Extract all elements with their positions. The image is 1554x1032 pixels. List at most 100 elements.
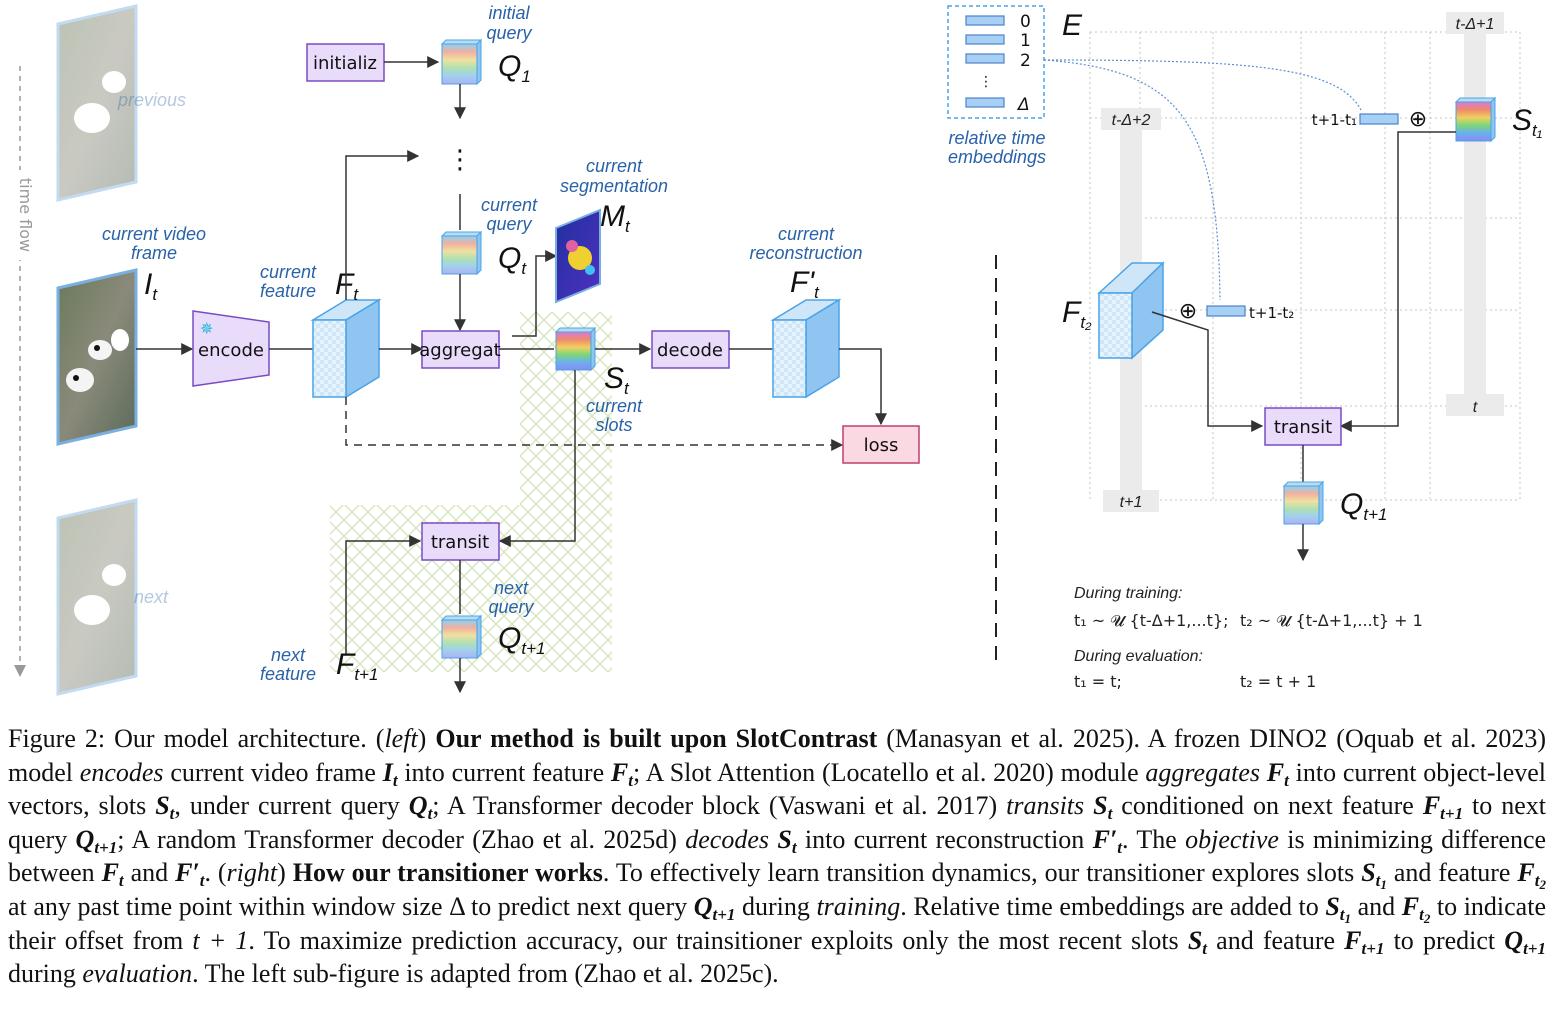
math-fprime: F′t: [1092, 824, 1123, 857]
transit-label-right: transit: [1274, 417, 1332, 438]
caption-text: and: [1351, 891, 1402, 921]
qt1-symbol-right: Qt+1: [1340, 488, 1387, 524]
current-slots-label-2: slots: [595, 415, 632, 435]
time-flow-label: time flow: [16, 178, 35, 252]
math-ft: Ft: [610, 757, 633, 790]
caption-em: training: [816, 891, 901, 921]
math-st: St: [1187, 925, 1208, 958]
caption-em: t + 1: [192, 925, 249, 955]
embed-label-2: 2: [1020, 51, 1031, 71]
encode-box: [192, 310, 270, 387]
caption-text: and feature: [1386, 858, 1518, 888]
hatched-region: [330, 312, 612, 672]
caption-text: into current feature: [397, 757, 611, 787]
caption-text: . To effectively learn transition dynami…: [602, 858, 1362, 888]
caption-em: decodes: [685, 824, 770, 854]
st-symbol: St: [604, 362, 630, 398]
caption-em: objective: [1185, 824, 1279, 854]
caption-text: and: [123, 858, 176, 888]
current-query-label-2: query: [486, 214, 532, 234]
embedding-link-t1: [1043, 59, 1363, 113]
math-st: St: [1093, 791, 1113, 824]
offset-embedding-t2: [1206, 305, 1246, 317]
col-top-right-label: t-Δ+1: [1456, 16, 1495, 33]
relative-time-embeddings-label-2: embeddings: [948, 147, 1046, 167]
offset-t2-label: t+1-t₂: [1249, 304, 1294, 322]
initial-query-label-1: initial: [488, 3, 530, 23]
relative-time-embeddings-label-1: relative time: [948, 128, 1045, 148]
caption-text: to next query: [8, 791, 1547, 854]
caption-text: ): [417, 724, 436, 753]
col-bottom-right-label: t: [1473, 399, 1478, 416]
caption-em: aggregates: [1145, 757, 1260, 787]
plus-icon-t1: ⊕: [1409, 107, 1427, 132]
math-ft1: Ft+1: [1422, 791, 1464, 824]
encode-label: encode: [198, 340, 264, 361]
caption-text: ; A Slot Attention (Locatello et al. 202…: [633, 757, 1146, 787]
ft1-symbol-left: Ft+1: [336, 648, 378, 684]
architecture-figure: time flow previous next current video fr…: [14, 3, 1543, 696]
math-ft: Ft: [101, 858, 124, 891]
caption-em: encodes: [79, 757, 164, 787]
math-fprime: F′t: [175, 858, 205, 891]
current-feature-label-1: current: [260, 262, 317, 282]
col-top-left-label: t-Δ+2: [1112, 112, 1151, 129]
embedding-link-t2: [1043, 59, 1221, 301]
caption-label: Figure 2:: [8, 724, 106, 753]
caption-text: is minimizing difference between: [8, 824, 1547, 888]
caption-text: . To maximize prediction accuracy, our t…: [248, 925, 1188, 955]
offset-embedding-t1: [1359, 113, 1399, 125]
segmentation-mask-image: [555, 208, 601, 304]
next-frame-image: [56, 498, 138, 696]
training-formula-1: t₁ ~ 𝓤 {t-Δ+1,...t};: [1074, 611, 1228, 630]
reconstruction-cube: [770, 298, 842, 399]
caption-text: ; A Transformer decoder block (Vaswani e…: [432, 791, 1007, 821]
caption-text: during: [8, 959, 83, 989]
feature-ft2-cube: [1097, 261, 1165, 360]
caption-text: into current object-level vectors, slots: [8, 757, 1546, 821]
caption-strong: Our method is built upon SlotContrast: [435, 724, 878, 753]
fprime-symbol: F't: [790, 266, 820, 302]
e-symbol: E: [1062, 9, 1083, 42]
caption-text: ; A random Transformer decoder (Zhao et …: [117, 824, 686, 854]
caption-text: and feature: [1207, 925, 1345, 955]
current-reconstruction-label-1: current: [778, 224, 835, 244]
math-qt1: Qt+1: [693, 891, 736, 924]
math-qt: Qt: [408, 791, 433, 824]
caption-em: evaluation: [82, 959, 193, 989]
eval-formula-2: t₂ = t + 1: [1240, 672, 1316, 691]
caption-em: left: [384, 724, 418, 753]
next-label: next: [134, 587, 169, 607]
initialize-label: initializ: [313, 53, 377, 74]
training-formula-2: t₂ ~ 𝓤 {t-Δ+1,...t} + 1: [1240, 611, 1423, 630]
math-st1: St1: [1361, 858, 1387, 893]
math-st: St: [155, 791, 175, 824]
st1-slots-stack: [1454, 96, 1497, 143]
col-bottom-left-label: t+1: [1120, 494, 1143, 511]
embed-label-1: 1: [1020, 31, 1031, 51]
embedding-bars: [965, 15, 1005, 108]
q1-symbol: Q1: [498, 50, 531, 86]
transit-box-left: [421, 522, 500, 561]
it-symbol: It: [144, 268, 158, 304]
figure-caption: Figure 2: Our model architecture. (left)…: [8, 722, 1546, 991]
math-ft2: Ft2: [1517, 858, 1546, 893]
qt-symbol: Qt: [498, 242, 527, 278]
current-video-frame-label-1: current video: [102, 224, 206, 244]
caption-text: . The left sub-figure is adapted from (Z…: [192, 959, 779, 989]
embed-label-delta: Δ: [1016, 95, 1030, 115]
caption-text: conditioned on next feature: [1112, 791, 1423, 821]
caption-strong: How our transitioner works: [292, 858, 603, 888]
ft2-symbol: Ft₂: [1062, 296, 1092, 332]
embed-label-dots: ⋮: [979, 74, 993, 90]
current-slots-label-1: current: [586, 396, 643, 416]
caption-text: Our model architecture. (: [114, 724, 385, 753]
current-feature-label-2: feature: [260, 281, 316, 301]
caption-text: during: [735, 891, 817, 921]
qt-query-stack: [440, 230, 483, 276]
aggregate-label: aggregat: [419, 340, 500, 361]
next-query-label-1: next: [494, 578, 529, 598]
st-slots-stack: [554, 326, 597, 372]
caption-text: . Relative time embeddings are added to: [900, 891, 1326, 921]
eval-formula-1: t₁ = t;: [1074, 672, 1122, 691]
